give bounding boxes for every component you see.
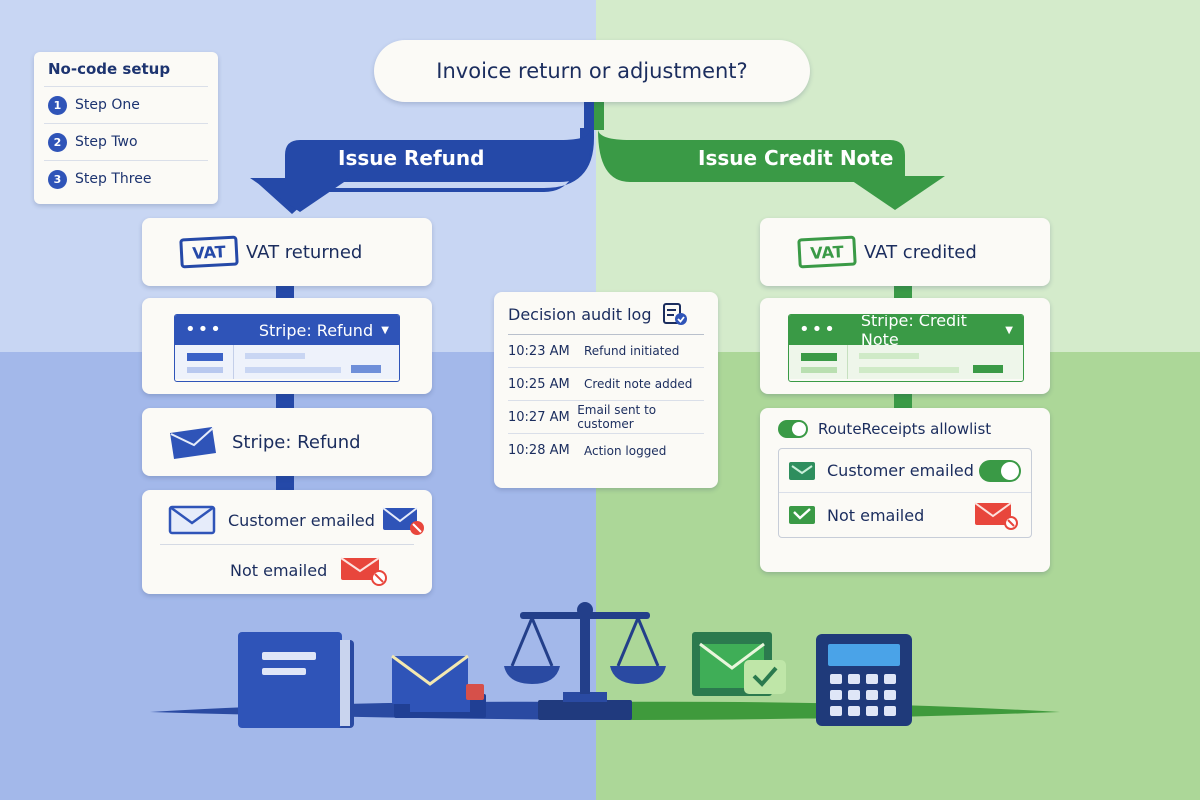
envelope-blocked-icon: [382, 507, 424, 535]
step-number-badge: 1: [48, 95, 67, 115]
setup-step-one[interactable]: 1 Step One: [44, 86, 208, 123]
right-connector-1: [894, 284, 912, 298]
stripe-credit-note-title: Stripe: Credit Note: [860, 314, 967, 349]
stripe-refund-window[interactable]: ••• Stripe: Refund ▼: [174, 314, 400, 382]
step-label: Step One: [75, 97, 140, 113]
not-emailed-label: Not emailed: [827, 505, 925, 525]
audit-log-row: 10:23 AM Refund initiated: [508, 335, 704, 368]
setup-panel: No-code setup 1 Step One 2 Step Two 3 St…: [34, 52, 218, 204]
right-connector-2: [894, 394, 912, 410]
audit-time: 10:27 AM: [508, 409, 570, 425]
not-emailed-row: Not emailed: [230, 554, 391, 586]
audit-event: Credit note added: [584, 377, 693, 391]
customer-emailed-toggle[interactable]: [979, 459, 1021, 482]
step-label: Step Two: [75, 134, 138, 150]
right-arrow-head: [845, 176, 945, 210]
vat-credited-text: VAT credited: [864, 241, 977, 263]
audit-log-row: 10:27 AM Email sent to customer: [508, 401, 704, 434]
stripe-credit-note-titlebar: ••• Stripe: Credit Note ▼: [789, 315, 1023, 349]
envelope-check-icon: [789, 506, 815, 524]
audit-log-title: Decision audit log: [508, 304, 652, 324]
left-branch-arrow: [252, 128, 594, 214]
customer-emailed-label: Customer emailed: [228, 510, 375, 530]
calculator-icon: [816, 634, 912, 726]
audit-event: Email sent to customer: [577, 403, 657, 431]
left-email-status-card: Customer emailed Not emailed: [142, 490, 432, 594]
stripe-refund-titlebar: ••• Stripe: Refund ▼: [175, 315, 399, 345]
stripe-refund-text: Stripe: Refund: [232, 431, 361, 453]
mailbox-icon: [391, 654, 486, 718]
ground-blue: [150, 701, 596, 720]
stem-left: [584, 100, 594, 130]
vat-credited-card: VAT VAT credited: [760, 218, 1050, 286]
customer-emailed-option[interactable]: Customer emailed: [779, 449, 1031, 493]
routereceipts-allowlist-card: RouteReceipts allowlist Customer emailed…: [760, 408, 1050, 572]
audit-time: 10:23 AM: [508, 343, 570, 359]
book-icon: [238, 632, 354, 728]
left-branch-label: Issue Refund: [338, 146, 485, 170]
step-number-badge: 2: [48, 132, 67, 152]
decision-question: Invoice return or adjustment?: [374, 40, 810, 102]
audit-log-row: 10:28 AM Action logged: [508, 434, 704, 467]
envelope-outline-icon: [168, 505, 216, 535]
left-connector-1: [276, 284, 294, 298]
checklist-icon: [662, 303, 687, 325]
customer-emailed-label: Customer emailed: [827, 461, 974, 480]
audit-event: Refund initiated: [584, 344, 680, 358]
right-branch-label: Issue Credit Note: [698, 146, 894, 170]
stripe-credit-note-body: [789, 345, 1023, 379]
chevron-down-icon[interactable]: ▼: [1005, 324, 1013, 336]
audit-event: Action logged: [584, 443, 667, 458]
allowlist-label: RouteReceipts allowlist: [818, 420, 992, 438]
allowlist-header: RouteReceipts allowlist: [778, 420, 1032, 438]
audit-log-row: 10:25 AM Credit note added: [508, 368, 704, 401]
stripe-refund-window-card: ••• Stripe: Refund ▼: [142, 298, 432, 394]
allowlist-options: Customer emailed Not emailed: [778, 448, 1032, 538]
audit-log-header: Decision audit log: [508, 302, 704, 335]
vat-badge-icon: VAT: [179, 235, 239, 269]
right-branch-band: [598, 130, 905, 185]
stripe-refund-body: [175, 345, 399, 379]
scale-icon: [504, 602, 666, 720]
envelope-blocked-red-icon: [974, 502, 1018, 530]
window-dots-icon: •••: [799, 319, 837, 340]
setup-step-two[interactable]: 2 Step Two: [44, 123, 208, 160]
left-arrow-head: [250, 178, 350, 212]
setup-step-three[interactable]: 3 Step Three: [44, 160, 208, 197]
left-branch-band: [285, 130, 590, 185]
left-connector-2: [276, 394, 294, 410]
stripe-refund-card: Stripe: Refund: [142, 408, 432, 476]
step-label: Step Three: [75, 171, 152, 187]
audit-time: 10:28 AM: [508, 443, 570, 458]
envelope-icon: [170, 427, 216, 459]
left-connector-3: [276, 476, 294, 490]
envelope-blocked-red-icon: [340, 557, 388, 586]
not-emailed-option[interactable]: Not emailed: [779, 493, 1031, 537]
chevron-down-icon[interactable]: ▼: [381, 324, 389, 336]
audit-time: 10:25 AM: [508, 376, 570, 392]
envelope-check-icon: [789, 461, 815, 480]
allowlist-toggle[interactable]: [778, 420, 808, 438]
window-dots-icon: •••: [185, 319, 223, 340]
setup-title: No-code setup: [48, 60, 171, 78]
step-number-badge: 3: [48, 169, 67, 189]
stem-right: [594, 100, 604, 130]
stripe-refund-title: Stripe: Refund: [258, 320, 374, 340]
vat-returned-card: VAT VAT returned: [142, 218, 432, 286]
decision-audit-log: Decision audit log 10:23 AM Refund initi…: [494, 292, 718, 488]
stripe-credit-note-window-card: ••• Stripe: Credit Note ▼: [760, 298, 1050, 394]
customer-emailed-row: Customer emailed: [168, 504, 427, 536]
email-sent-icon: [692, 632, 786, 696]
vat-badge-icon: VAT: [797, 235, 857, 269]
vat-returned-text: VAT returned: [246, 241, 363, 263]
not-emailed-label: Not emailed: [230, 560, 328, 580]
stripe-credit-note-window[interactable]: ••• Stripe: Credit Note ▼: [788, 314, 1024, 382]
